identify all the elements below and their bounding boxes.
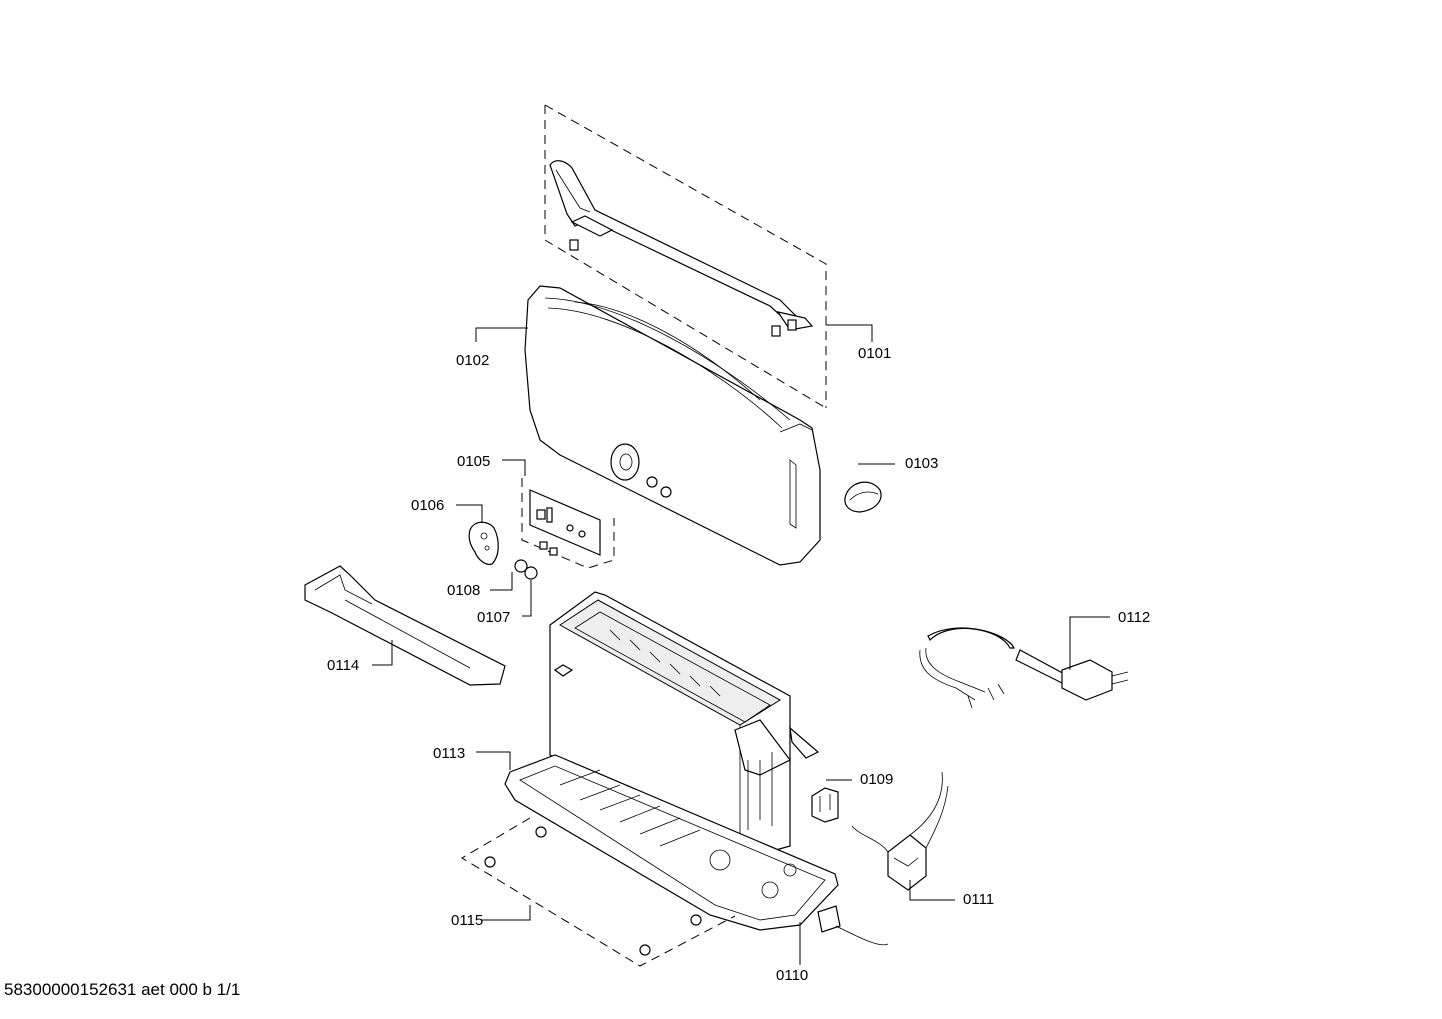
crumb-tray-part [304, 565, 506, 686]
part-labels: 0101 0102 0103 0105 0106 0107 0108 0109 … [327, 345, 1150, 984]
label-0103: 0103 [905, 455, 938, 472]
label-0105: 0105 [457, 453, 490, 470]
clip-part [811, 787, 839, 823]
label-0114: 0114 [327, 657, 359, 674]
leader-lines [372, 324, 1110, 965]
label-0109: 0109 [860, 771, 893, 788]
button-parts [514, 559, 538, 580]
label-0102: 0102 [456, 352, 489, 369]
label-0107: 0107 [477, 609, 510, 626]
carry-handle-part [544, 104, 827, 409]
label-0101: 0101 [858, 345, 891, 362]
feet-part [461, 817, 736, 967]
label-0113: 0113 [433, 745, 465, 762]
label-0111: 0111 [963, 891, 994, 908]
base-chassis-part [504, 591, 839, 931]
control-panel-part [521, 478, 615, 569]
power-cord-part [919, 627, 1129, 709]
thermal-fuse-part [817, 905, 889, 946]
label-0106: 0106 [411, 497, 444, 514]
lever-part [468, 521, 499, 565]
label-0112: 0112 [1118, 609, 1150, 626]
circuit-board-part [851, 771, 949, 891]
label-0115: 0115 [451, 912, 483, 929]
label-0108: 0108 [447, 582, 480, 599]
knob-part [844, 481, 882, 513]
label-0110: 0110 [776, 967, 808, 984]
document-id-footer: 58300000152631 aet 000 b 1/1 [4, 980, 241, 999]
housing-cover-part [524, 285, 821, 566]
